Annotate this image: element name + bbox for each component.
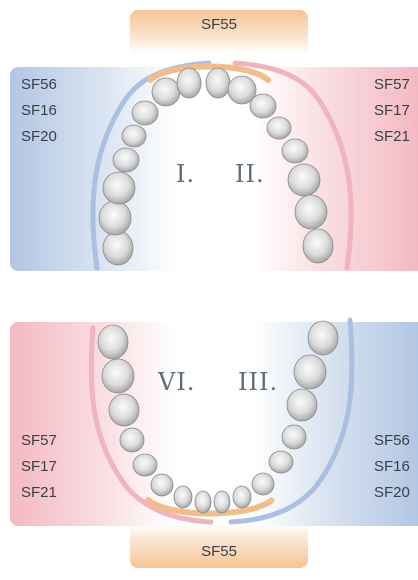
code-item: SF20 [21,124,57,150]
lower-teeth [98,321,338,513]
code-item: SF16 [374,454,410,480]
lower-right-code-list: SF56 SF16 SF20 [374,428,410,506]
quadrant-label-lower-left: VI. [158,368,195,396]
code-item: SF17 [374,98,410,124]
code-item: SF20 [374,480,410,506]
quadrant-label-lower-right: III. [238,368,278,396]
upper-teeth [99,68,333,265]
code-item: SF17 [21,454,57,480]
code-item: SF21 [21,480,57,506]
lower-left-code-list: SF57 SF17 SF21 [21,428,57,506]
code-item: SF21 [374,124,410,150]
upper-left-code-list: SF56 SF16 SF20 [21,72,57,150]
code-item: SF16 [21,98,57,124]
code-item: SF57 [374,72,410,98]
quadrant-label-upper-right: II. [235,160,265,188]
code-item: SF56 [374,428,410,454]
code-item: SF57 [21,428,57,454]
code-item: SF56 [21,72,57,98]
quadrant-label-upper-left: I. [176,160,195,188]
upper-right-code-list: SF57 SF17 SF21 [374,72,410,150]
